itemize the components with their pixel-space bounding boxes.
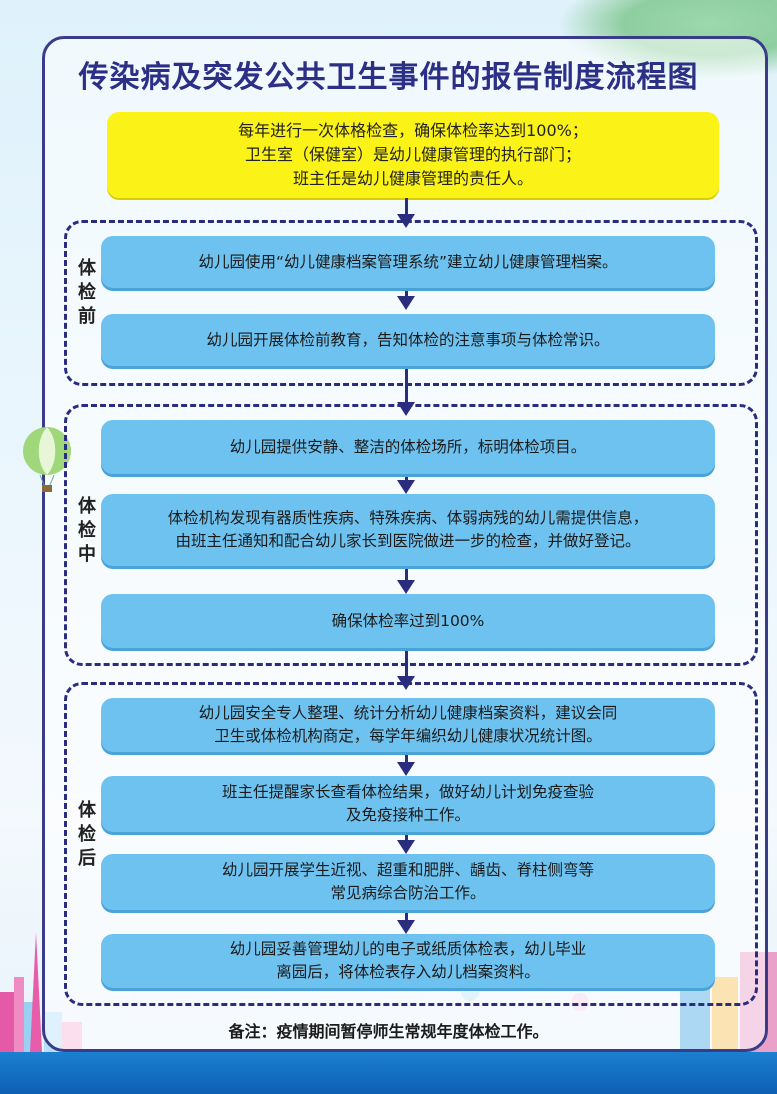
step-text: 班主任提醒家长查看体检结果，做好幼儿计划免疫查验 bbox=[221, 783, 594, 801]
connector-line bbox=[405, 910, 408, 924]
connector-line bbox=[405, 198, 408, 218]
connector-line bbox=[405, 566, 408, 584]
intro-line: 每年进行一次体格检查，确保体检率达到100%； bbox=[238, 121, 588, 140]
arrow-down-icon bbox=[397, 762, 415, 776]
page-title: 传染病及突发公共卫生事件的报告制度流程图 bbox=[78, 60, 699, 95]
arrow-down-icon bbox=[397, 480, 415, 494]
balloon-icon bbox=[23, 427, 71, 492]
step-text: 幼儿园使用“幼儿健康档案管理系统”建立幼儿健康管理档案。 bbox=[198, 252, 618, 271]
footer-band bbox=[0, 1052, 777, 1094]
step-text: 常见病综合防治工作。 bbox=[330, 884, 486, 902]
step-box: 班主任提醒家长查看体检结果，做好幼儿计划免疫查验 及免疫接种工作。 bbox=[101, 776, 715, 832]
intro-line: 班主任是幼儿健康管理的责任人。 bbox=[292, 169, 533, 188]
step-text: 幼儿园安全专人整理、统计分析幼儿健康档案资料，建议会同 bbox=[198, 704, 618, 722]
stage-after-exam bbox=[64, 682, 758, 1006]
intro-box: 每年进行一次体格检查，确保体检率达到100%； 卫生室（保健室）是幼儿健康管理的… bbox=[107, 112, 719, 198]
step-text: 及免疫接种工作。 bbox=[345, 806, 470, 824]
arrow-down-icon bbox=[397, 580, 415, 594]
connector-line bbox=[405, 752, 408, 766]
step-text: 幼儿园妥善管理幼儿的电子或纸质体检表，幼儿毕业 bbox=[229, 940, 587, 958]
stage-label: 体检中 bbox=[75, 496, 96, 568]
step-box: 幼儿园开展体检前教育，告知体检的注意事项与体检常识。 bbox=[101, 314, 715, 366]
arrow-down-icon bbox=[397, 296, 415, 310]
step-box: 幼儿园提供安静、整洁的体检场所，标明体检项目。 bbox=[101, 420, 715, 474]
footnote: 备注：疫情期间暂停师生常规年度体检工作。 bbox=[228, 1022, 549, 1041]
step-box: 幼儿园开展学生近视、超重和肥胖、龋齿、脊柱侧弯等 常见病综合防治工作。 bbox=[101, 854, 715, 910]
step-text: 体检机构发现有器质性疾病、特殊疾病、体弱病残的幼儿需提供信息， bbox=[167, 509, 649, 527]
arrow-down-icon bbox=[397, 920, 415, 934]
step-text: 卫生或体检机构商定，每学年编织幼儿健康状况统计图。 bbox=[214, 727, 602, 745]
connector-line bbox=[405, 832, 408, 844]
step-text: 幼儿园开展体检前教育，告知体检的注意事项与体检常识。 bbox=[206, 330, 610, 349]
stage-during-exam bbox=[64, 404, 758, 666]
connector-line bbox=[405, 474, 408, 484]
arrow-down-icon bbox=[397, 840, 415, 854]
stage-before-exam bbox=[64, 220, 758, 386]
stage-label: 体检后 bbox=[75, 800, 96, 872]
step-box: 幼儿园使用“幼儿健康档案管理系统”建立幼儿健康管理档案。 bbox=[101, 236, 715, 288]
step-box: 幼儿园安全专人整理、统计分析幼儿健康档案资料，建议会同 卫生或体检机构商定，每学… bbox=[101, 698, 715, 752]
step-box: 体检机构发现有器质性疾病、特殊疾病、体弱病残的幼儿需提供信息， 由班主任通知和配… bbox=[101, 494, 715, 566]
stage-label: 体检前 bbox=[75, 258, 96, 330]
step-text: 由班主任通知和配合幼儿家长到医院做进一步的检查，并做好登记。 bbox=[175, 532, 641, 550]
step-text: 确保体检率过到100% bbox=[331, 611, 485, 630]
intro-line: 卫生室（保健室）是幼儿健康管理的执行部门； bbox=[244, 145, 581, 164]
step-text: 幼儿园提供安静、整洁的体检场所，标明体检项目。 bbox=[229, 437, 587, 456]
step-text: 离园后，将体检表存入幼儿档案资料。 bbox=[276, 963, 540, 981]
step-box: 幼儿园妥善管理幼儿的电子或纸质体检表，幼儿毕业 离园后，将体检表存入幼儿档案资料… bbox=[101, 934, 715, 988]
step-box: 确保体检率过到100% bbox=[101, 594, 715, 648]
connector-line bbox=[405, 288, 408, 300]
step-text: 幼儿园开展学生近视、超重和肥胖、龋齿、脊柱侧弯等 bbox=[221, 861, 594, 879]
